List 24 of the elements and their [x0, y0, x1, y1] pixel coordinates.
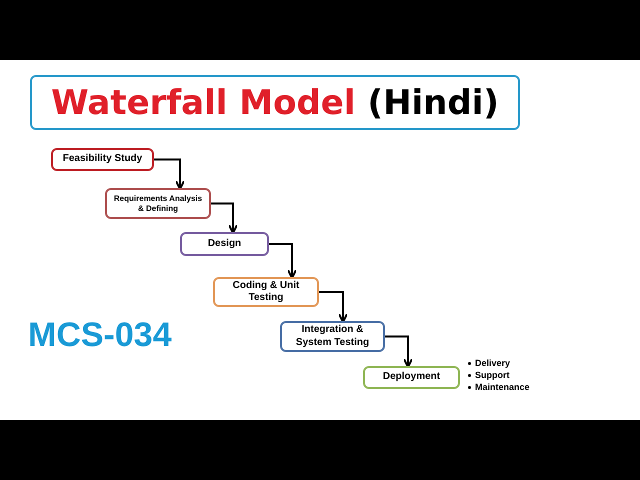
bullet-item: Maintenance [475, 381, 530, 393]
step-label: Requirements Analysis & Defining [112, 194, 204, 214]
process-box [213, 277, 319, 307]
arrow [211, 202, 238, 234]
course-code: MCS-034 [28, 318, 172, 352]
step-label: Integration & System Testing [294, 324, 370, 349]
arrow [385, 336, 413, 368]
step-label: Design [206, 238, 242, 250]
process-box [51, 148, 154, 171]
step-label: Coding & Unit Testing [232, 280, 300, 304]
process-box [180, 232, 269, 256]
bullet-item: Delivery [475, 357, 510, 369]
process-box [363, 366, 460, 389]
bullet-item: Support [475, 369, 510, 381]
title-box [30, 75, 520, 130]
process-box [280, 321, 385, 352]
title-text: Waterfall Model [51, 86, 356, 120]
arrow [269, 243, 297, 279]
arrow [319, 291, 348, 323]
title-text: (Hindi) [368, 86, 499, 120]
arrow [154, 158, 185, 190]
step-label: Feasibility Study [62, 153, 144, 166]
process-box [105, 188, 211, 219]
step-label: Deployment [382, 371, 442, 384]
